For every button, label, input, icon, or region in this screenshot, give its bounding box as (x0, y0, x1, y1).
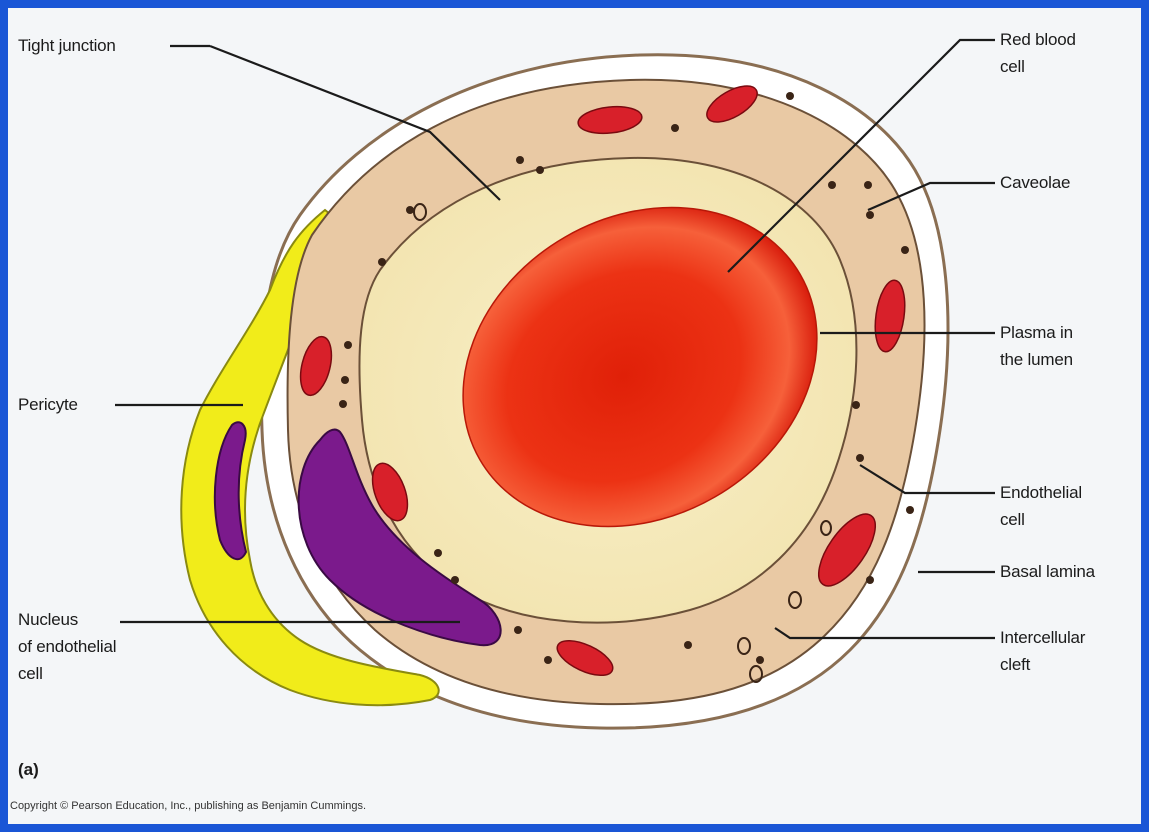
copyright-text: Copyright © Pearson Education, Inc., pub… (10, 800, 366, 812)
label-intercellular-cleft: Intercellular cleft (1000, 624, 1085, 678)
label-plasma-in-lumen: Plasma in the lumen (1000, 319, 1073, 373)
label-caveolae: Caveolae (1000, 169, 1070, 196)
label-endothelial-cell: Endothelial cell (1000, 479, 1082, 533)
label-nucleus: Nucleus of endothelial cell (18, 606, 116, 687)
label-pericyte: Pericyte (18, 391, 78, 418)
label-basal-lamina: Basal lamina (1000, 558, 1095, 585)
label-tight-junction: Tight junction (18, 32, 116, 59)
figure-label: (a) (18, 760, 39, 780)
label-red-blood-cell: Red blood cell (1000, 26, 1076, 80)
